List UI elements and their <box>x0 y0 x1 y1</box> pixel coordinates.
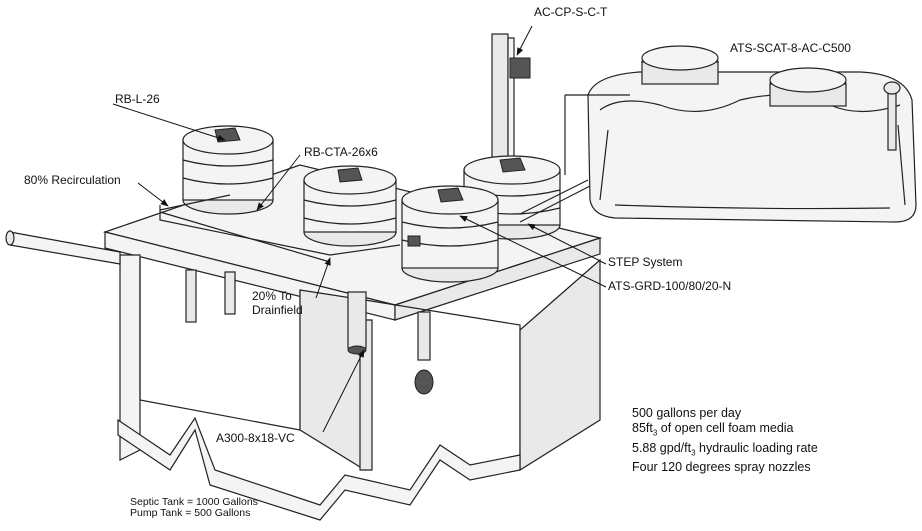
pump-capacity: Pump Tank = 500 Gallons <box>130 507 251 519</box>
spec-line-3-value: 5.88 gpd/ft <box>632 440 692 455</box>
label-riser-lid: RB-L-26 <box>115 92 160 106</box>
label-pump: A300-8x18-VC <box>216 431 295 445</box>
scat-unit-tank <box>564 45 917 223</box>
spec-line-3-text: hydraulic loading rate <box>695 440 818 455</box>
riser-middle <box>303 165 397 247</box>
spec-line-2-value: 85ft <box>632 421 653 435</box>
spec-list: 500 gallons per day 85ft3 of open cell f… <box>632 406 818 475</box>
inlet-pipe <box>5 230 121 265</box>
label-step-system: STEP System <box>608 255 683 269</box>
spec-line-2: 85ft3 of open cell foam media <box>632 421 818 441</box>
riser-recirculation <box>159 125 274 215</box>
spec-line-4: Four 120 degrees spray nozzles <box>632 460 811 474</box>
spec-line-3-unit-exp: 3 <box>691 448 696 457</box>
label-drainfield-line1: 20% To <box>252 289 292 303</box>
tank-capacity-note: Septic Tank = 1000 Gallons Pump Tank = 5… <box>130 497 258 519</box>
plumbing <box>159 179 591 263</box>
spec-line-2-text: of open cell foam media <box>657 421 794 435</box>
septic-capacity: Septic Tank = 1000 Gallons <box>130 496 258 508</box>
label-recirculation: 80% Recirculation <box>24 173 121 187</box>
spec-line-3: 5.88 gpd/ft3 hydraulic loading rate <box>632 441 818 461</box>
spec-line-2-unit-exp: 3 <box>652 428 658 438</box>
spec-line-1: 500 gallons per day <box>632 406 742 420</box>
label-drainfield-line2: Drainfield <box>252 303 303 317</box>
label-grd: ATS-GRD-100/80/20-N <box>608 279 732 293</box>
leader-arrows <box>112 25 607 433</box>
riser-grd <box>401 185 499 283</box>
label-riser-adapter: RB-CTA-26x6 <box>304 145 378 159</box>
label-scat-unit: ATS-SCAT-8-AC-C500 <box>730 41 851 55</box>
label-controller: AC-CP-S-C-T <box>534 5 608 19</box>
